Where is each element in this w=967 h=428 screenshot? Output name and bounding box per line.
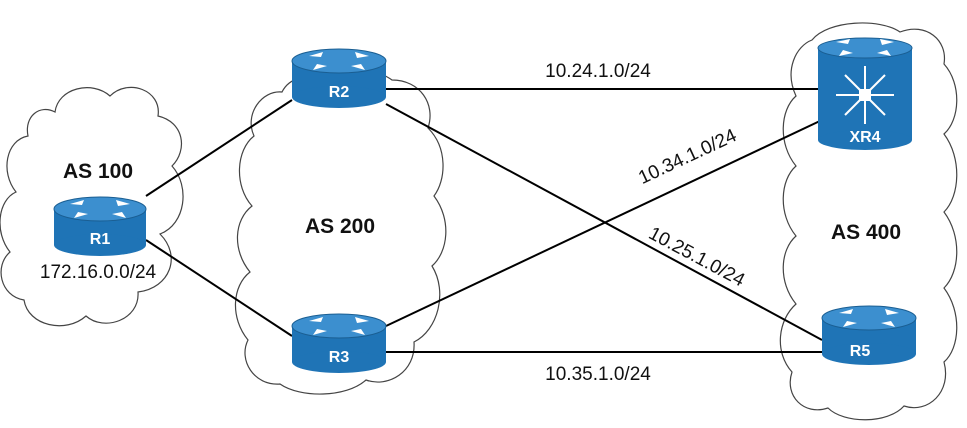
links <box>145 88 823 353</box>
link-r2-r5 <box>385 103 823 341</box>
router-icon <box>291 313 387 373</box>
link-r2-r5-label: 10.25.1.0/24 <box>645 223 749 291</box>
link-r3-r5-label: 10.35.1.0/24 <box>545 364 651 385</box>
router-xr4-label: XR4 <box>849 129 880 146</box>
router-icon <box>291 48 387 108</box>
as200-label: AS 200 <box>305 215 375 238</box>
router-r5[interactable]: R5 <box>821 305 917 365</box>
router-r3-label: R3 <box>329 349 350 366</box>
link-r1-r3 <box>145 239 293 337</box>
as100-subnet-label: 172.16.0.0/24 <box>40 262 157 283</box>
router-r1[interactable]: R1 <box>53 196 147 256</box>
router-icon <box>53 196 147 256</box>
router-r5-label: R5 <box>850 343 871 360</box>
as200-cloud <box>234 66 447 395</box>
link-r1-r2 <box>145 99 293 197</box>
router-icon <box>821 305 917 365</box>
router-r2[interactable]: R2 <box>291 48 387 108</box>
link-r3-xr4-label: 10.34.1.0/24 <box>635 125 740 189</box>
router-xr4[interactable]: XR4 <box>817 37 913 150</box>
link-r2-xr4-label: 10.24.1.0/24 <box>545 61 651 82</box>
router-r2-label: R2 <box>329 84 350 101</box>
multilayer-switch-icon <box>817 37 913 150</box>
router-r1-label: R1 <box>90 231 111 248</box>
as400-label: AS 400 <box>831 221 901 244</box>
router-r3[interactable]: R3 <box>291 313 387 373</box>
as100-label: AS 100 <box>63 160 133 183</box>
